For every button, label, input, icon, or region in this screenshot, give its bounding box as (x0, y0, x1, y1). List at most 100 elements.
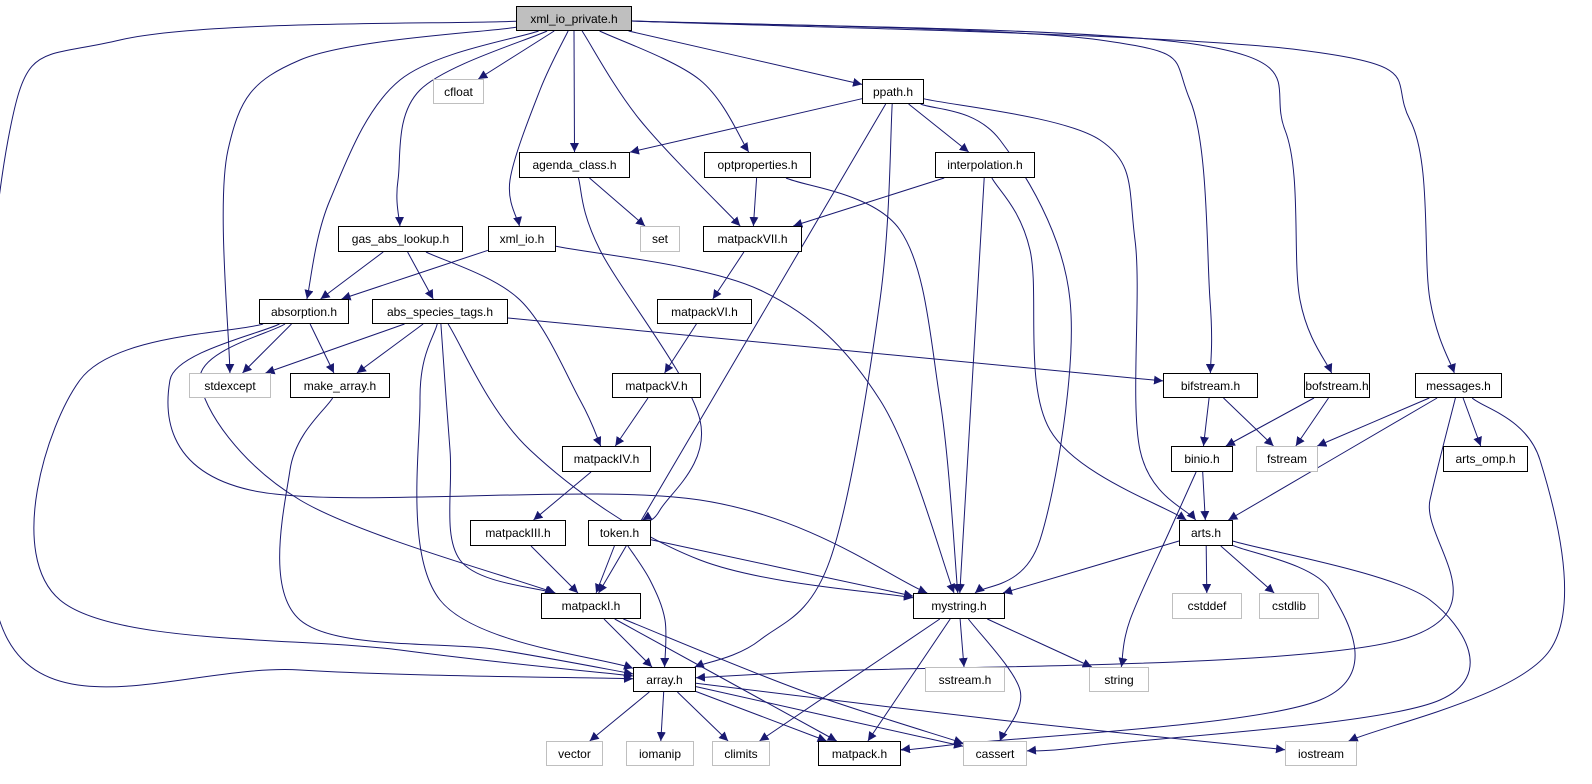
edge-matpackVI-to-matpackV (664, 323, 697, 374)
node-mystring[interactable]: mystring.h (913, 593, 1005, 619)
edge-mystring-to-cassert (967, 618, 1022, 742)
edge-ppath-to-arts (923, 98, 1197, 521)
node-abs-species-tags[interactable]: abs_species_tags.h (372, 299, 508, 324)
edge-arts-to-cstdlib (1220, 545, 1275, 594)
edge-matpackV-to-matpackIV (614, 397, 649, 447)
node-optproperties[interactable]: optproperties.h (704, 152, 811, 178)
edge-make-array-to-array (279, 397, 634, 677)
edge-mystring-to-climits (759, 618, 941, 742)
edge-arts-to-matpack (900, 544, 1356, 754)
edge-interpolation-to-matpackVII (793, 177, 945, 228)
edge-matpackIII-to-matpackI (530, 545, 579, 594)
edge-xml-io-to-absorption (341, 249, 489, 301)
node-cassert: cassert (963, 741, 1027, 766)
edge-xml-io-private-to-bofstream (631, 20, 1333, 374)
node-absorption[interactable]: absorption.h (259, 299, 349, 324)
node-agenda-class[interactable]: agenda_class.h (519, 152, 630, 178)
node-ppath[interactable]: ppath.h (862, 79, 924, 104)
edge-abs-species-tags-to-make-array (356, 323, 424, 374)
edge-abs-species-tags-to-bifstream (507, 317, 1164, 385)
edge-bifstream-to-binio (1200, 397, 1210, 447)
node-iomanip: iomanip (626, 741, 694, 766)
edge-xml-io-to-mystring (555, 245, 955, 594)
edge-mystring-to-matpack (867, 618, 951, 742)
node-interpolation[interactable]: interpolation.h (935, 152, 1035, 178)
node-gas-abs-lookup[interactable]: gas_abs_lookup.h (338, 226, 463, 252)
edge-xml-io-private-to-stdexcept (222, 26, 517, 374)
node-xml-io[interactable]: xml_io.h (488, 226, 556, 252)
edge-array-to-iostream (695, 682, 1286, 754)
edge-xml-io-private-to-absorption (304, 30, 539, 300)
node-array[interactable]: array.h (633, 667, 696, 692)
edge-absorption-to-matpackI (199, 323, 556, 595)
node-climits: climits (712, 741, 770, 766)
edge-abs-species-tags-to-matpackI (440, 323, 555, 595)
edge-gas-abs-lookup-to-absorption (320, 251, 384, 300)
edge-messages-to-arts-omp (1462, 397, 1482, 447)
edge-arts-to-mystring (1002, 540, 1180, 595)
edge-array-to-vector (589, 691, 650, 742)
node-iostream: iostream (1285, 741, 1357, 766)
edge-ppath-to-matpackI (598, 103, 887, 594)
edge-absorption-to-mystring (167, 323, 928, 594)
edge-abs-species-tags-to-mystring (447, 323, 914, 601)
edge-ppath-to-agenda-class (629, 98, 863, 155)
edge-token-to-mystring (650, 539, 914, 599)
edge-array-to-climits (677, 691, 729, 742)
node-matpackVI[interactable]: matpackVI.h (657, 299, 752, 324)
node-cstddef: cstddef (1172, 593, 1242, 619)
node-xml-io-private[interactable]: xml_io_private.h (516, 6, 632, 31)
node-string: string (1089, 667, 1149, 692)
node-set: set (640, 226, 680, 252)
edge-array-to-cassert (695, 686, 964, 749)
edge-bofstream-to-binio (1225, 397, 1315, 447)
edge-binio-to-arts (1200, 471, 1210, 521)
node-bofstream[interactable]: bofstream.h (1304, 373, 1370, 398)
node-matpackI[interactable]: matpackI.h (541, 593, 641, 619)
edge-xml-io-private-to-optproperties (599, 30, 750, 153)
edge-interpolation-to-mystring (955, 177, 985, 594)
edge-xml-io-private-to-xml-io (508, 30, 569, 227)
node-matpack[interactable]: matpack.h (818, 741, 901, 766)
edge-messages-to-arts (1228, 397, 1438, 521)
node-token[interactable]: token.h (588, 520, 651, 546)
edge-matpackIV-to-matpackIII (533, 471, 592, 521)
edge-matpackI-to-matpack (614, 618, 837, 742)
edge-matpackVII-to-matpackVI (712, 251, 745, 300)
edge-messages-to-array (695, 397, 1456, 682)
node-matpackVII[interactable]: matpackVII.h (703, 226, 802, 252)
edge-optproperties-to-mystring (785, 177, 962, 594)
edge-optproperties-to-matpackVII (749, 177, 759, 227)
edge-binio-to-string (1118, 471, 1197, 668)
edge-array-to-matpack (695, 691, 827, 743)
edge-gas-abs-lookup-to-abs-species-tags (407, 251, 434, 300)
edge-matpackI-to-array (603, 618, 653, 668)
edge-abs-species-tags-to-stdexcept (265, 323, 405, 375)
node-matpackIV[interactable]: matpackIV.h (562, 446, 651, 472)
edge-messages-to-fstream (1317, 397, 1430, 447)
node-stdexcept: stdexcept (189, 373, 271, 398)
edge-ppath-to-interpolation (908, 103, 970, 153)
edge-bofstream-to-fstream (1295, 397, 1329, 447)
edge-bifstream-to-fstream (1223, 397, 1274, 447)
node-binio[interactable]: binio.h (1171, 446, 1233, 472)
edge-xml-io-private-to-cfloat (478, 30, 555, 80)
edge-array-to-iomanip (656, 691, 666, 742)
edge-token-to-array (627, 545, 670, 668)
node-sstream: sstream.h (925, 667, 1005, 692)
edge-xml-io-private-to-agenda-class (569, 30, 579, 153)
node-bifstream[interactable]: bifstream.h (1163, 373, 1258, 398)
edge-xml-io-private-to-gas-abs-lookup (395, 30, 548, 227)
node-arts-omp[interactable]: arts_omp.h (1443, 446, 1528, 472)
edge-absorption-to-stdexcept (242, 323, 292, 374)
node-arts[interactable]: arts.h (1179, 520, 1233, 546)
node-make-array[interactable]: make_array.h (290, 373, 390, 398)
node-matpackIII[interactable]: matpackIII.h (470, 520, 566, 546)
node-vector: vector (546, 741, 603, 766)
edge-absorption-to-make-array (309, 323, 335, 374)
node-messages[interactable]: messages.h (1415, 373, 1502, 398)
edge-messages-to-iostream (1348, 397, 1565, 742)
node-matpackV[interactable]: matpackV.h (612, 373, 701, 398)
